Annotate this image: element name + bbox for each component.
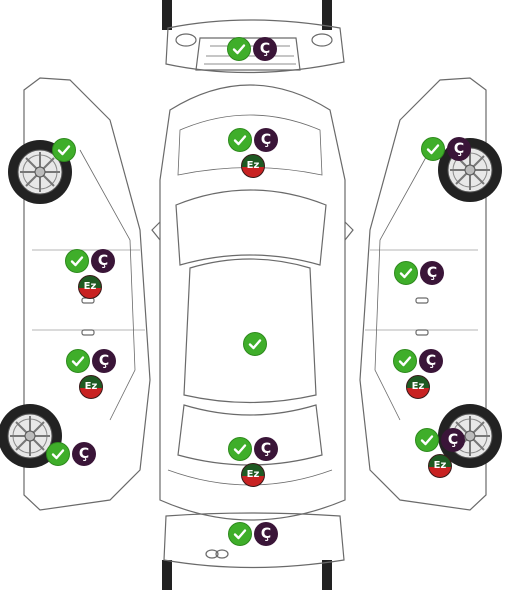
- left-rear-door-ez-badge[interactable]: Ez: [79, 375, 103, 399]
- left-rear-door-c-badge[interactable]: Ç: [92, 349, 116, 373]
- right-front-door-c-badge[interactable]: Ç: [420, 261, 444, 285]
- left-front-door-check-icon[interactable]: [65, 249, 89, 273]
- right-front-fender-check-icon[interactable]: [421, 137, 445, 161]
- right-side-view: [359, 77, 487, 511]
- left-side-view: [23, 77, 151, 511]
- hood-c-badge[interactable]: Ç: [254, 128, 278, 152]
- rear-bumper-view: [162, 512, 345, 590]
- right-rear-door-check-icon[interactable]: [393, 349, 417, 373]
- right-rear-door-c-badge[interactable]: Ç: [419, 349, 443, 373]
- left-rear-fender-c-badge[interactable]: Ç: [72, 442, 96, 466]
- front-bumper-check-icon[interactable]: [227, 37, 251, 61]
- trunk-check-icon[interactable]: [228, 437, 252, 461]
- right-front-door-check-icon[interactable]: [394, 261, 418, 285]
- trunk-c-badge[interactable]: Ç: [254, 437, 278, 461]
- hood-ez-badge[interactable]: Ez: [241, 154, 265, 178]
- left-front-door-ez-badge[interactable]: Ez: [78, 275, 102, 299]
- right-front-fender-c-badge[interactable]: Ç: [447, 137, 471, 161]
- right-rear-fender-check-icon[interactable]: [415, 428, 439, 452]
- roof-check-icon[interactable]: [243, 332, 267, 356]
- trunk-ez-badge[interactable]: Ez: [241, 463, 265, 487]
- left-rear-door-check-icon[interactable]: [66, 349, 90, 373]
- front-bumper-c-badge[interactable]: Ç: [253, 37, 277, 61]
- right-rear-fender-ez-badge[interactable]: Ez: [428, 454, 452, 478]
- left-rear-fender-check-icon[interactable]: [46, 442, 70, 466]
- left-front-door-c-badge[interactable]: Ç: [91, 249, 115, 273]
- left-front-fender-check-icon[interactable]: [52, 138, 76, 162]
- right-rear-door-ez-badge[interactable]: Ez: [406, 375, 430, 399]
- rear-bumper-c-badge[interactable]: Ç: [254, 522, 278, 546]
- hood-check-icon[interactable]: [228, 128, 252, 152]
- right-rear-fender-c-badge[interactable]: Ç: [441, 428, 465, 452]
- rear-bumper-check-icon[interactable]: [228, 522, 252, 546]
